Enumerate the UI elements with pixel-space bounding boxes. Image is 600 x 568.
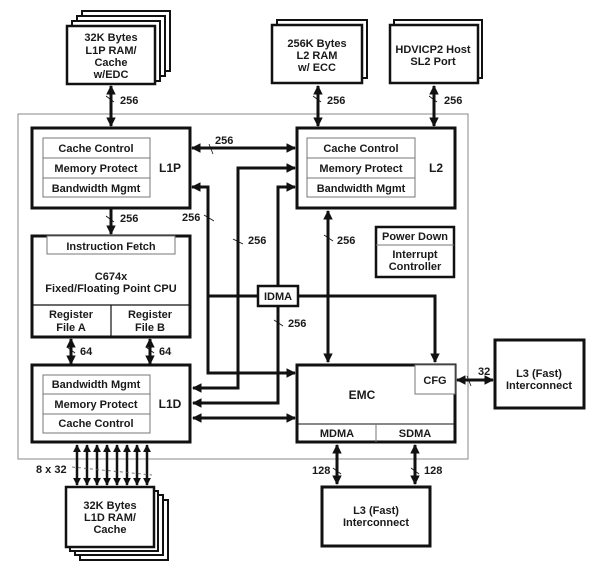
l1d-controller: Bandwidth Mgmt Memory Protect Cache Cont… xyxy=(30,363,192,444)
instruction-fetch: Instruction Fetch xyxy=(66,241,156,253)
l1p-ram-line: Cache xyxy=(94,57,127,69)
interrupt-controller-label: Controller xyxy=(389,261,442,273)
bus-width-label: 256 xyxy=(182,212,200,224)
bus-width-label: 256 xyxy=(215,135,233,147)
l3-interconnect-bottom: L3 (Fast) Interconnect xyxy=(320,485,432,548)
bus-width-label: 64 xyxy=(80,346,93,358)
l2-row: Cache Control xyxy=(323,143,398,155)
bus-width-label: 8 x 32 xyxy=(36,464,67,476)
cfg-label: CFG xyxy=(423,375,446,387)
idma-block: IDMA xyxy=(256,284,300,308)
register-file-a: File A xyxy=(56,322,86,334)
l1d-ram-block: 32K Bytes L1D RAM/ Cache xyxy=(64,485,169,561)
l2-ram-line: 256K Bytes xyxy=(287,38,346,50)
l2-ram-line: w/ ECC xyxy=(297,62,336,74)
l3-interconnect-right: L3 (Fast) Interconnect xyxy=(493,338,586,410)
l1d-ram-line: 32K Bytes xyxy=(83,500,136,512)
l2-ram-line: L2 RAM xyxy=(297,50,338,62)
l3-bottom-line: L3 (Fast) xyxy=(353,505,399,517)
l2-label: L2 xyxy=(429,161,443,175)
bus-width-label: 256 xyxy=(248,235,266,247)
register-file-a: Register xyxy=(49,309,94,321)
l2-row: Bandwidth Mgmt xyxy=(317,183,406,195)
l1d-row: Cache Control xyxy=(58,418,133,430)
emc-block: EMC CFG MDMA SDMA xyxy=(295,363,457,444)
bus-l1d-ram xyxy=(72,444,152,486)
idma-label: IDMA xyxy=(264,291,292,303)
l1p-ram-line: L1P RAM/ xyxy=(85,45,136,57)
bus-width-label: 32 xyxy=(478,366,490,378)
l3-bottom-line: Interconnect xyxy=(343,517,409,529)
l2-controller: Cache Control Memory Protect Bandwidth M… xyxy=(295,126,457,210)
bus-width-label: 256 xyxy=(120,213,138,225)
l1p-row: Memory Protect xyxy=(54,163,137,175)
bus-width-label: 256 xyxy=(120,95,138,107)
l1p-ram-line: 32K Bytes xyxy=(84,32,137,44)
l3-right-line: L3 (Fast) xyxy=(516,368,562,380)
mdma-label: MDMA xyxy=(320,428,354,440)
hdvicp2-block: HDVICP2 Host SL2 Port xyxy=(388,19,483,85)
l1d-ram-line: Cache xyxy=(93,524,126,536)
l1d-row: Memory Protect xyxy=(54,399,137,411)
bus-width-label: 64 xyxy=(159,346,172,358)
bus-width-label: 256 xyxy=(288,318,306,330)
l1p-label: L1P xyxy=(159,161,181,175)
hdvicp2-line: SL2 Port xyxy=(410,56,456,68)
power-interrupt-block: Power Down Interrupt Controller xyxy=(374,225,456,279)
bus-width-label: 128 xyxy=(312,465,330,477)
register-file-b: Register xyxy=(128,309,173,321)
bus-width-label: 256 xyxy=(327,95,345,107)
cpu-block: Instruction Fetch C674x Fixed/Floating P… xyxy=(30,234,192,339)
bus-width-label: 256 xyxy=(444,95,462,107)
l1d-row: Bandwidth Mgmt xyxy=(52,379,141,391)
l1d-ram-line: L1D RAM/ xyxy=(84,512,136,524)
hdvicp2-line: HDVICP2 Host xyxy=(395,44,471,56)
interrupt-controller-label: Interrupt xyxy=(392,249,438,261)
l1p-ram-block: 32K Bytes L1P RAM/ Cache w/EDC xyxy=(65,10,171,86)
l1p-ram-line: w/EDC xyxy=(93,69,129,81)
l1p-controller: Cache Control Memory Protect Bandwidth M… xyxy=(30,126,192,210)
sdma-label: SDMA xyxy=(399,428,431,440)
register-file-b: File B xyxy=(135,322,165,334)
bus-width-label: 128 xyxy=(424,465,442,477)
l3-right-line: Interconnect xyxy=(506,380,572,392)
l1d-label: L1D xyxy=(159,397,182,411)
megamodule-boundary xyxy=(17,113,469,460)
bus-emc-l1p xyxy=(191,182,296,378)
l1p-row: Cache Control xyxy=(58,143,133,155)
l2-ram-block: 256K Bytes L2 RAM w/ ECC xyxy=(270,19,368,85)
bus-idma-cfg xyxy=(298,294,440,363)
power-down-label: Power Down xyxy=(382,231,448,243)
cpu-title: Fixed/Floating Point CPU xyxy=(45,283,176,295)
l2-row: Memory Protect xyxy=(319,163,402,175)
bus-width-label: 256 xyxy=(337,235,355,247)
l1p-row: Bandwidth Mgmt xyxy=(52,183,141,195)
cpu-title: C674x xyxy=(95,271,128,283)
emc-label: EMC xyxy=(349,388,376,402)
